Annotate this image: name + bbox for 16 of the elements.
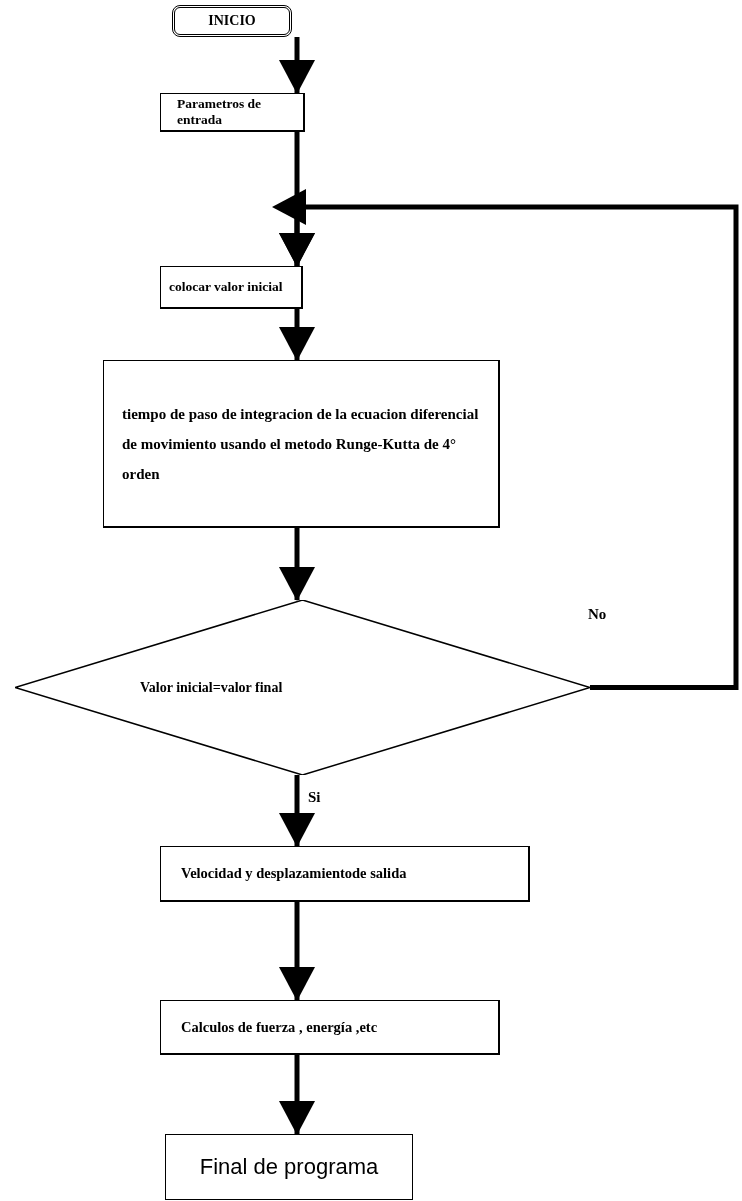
step-text: Calculos de fuerza , energía ,etc	[181, 1018, 378, 1036]
step-text: Velocidad y desplazamientode salida	[181, 865, 407, 882]
step-text: Parametros de entrada	[177, 96, 263, 128]
step-text: tiempo de paso de integracion de la ecuacion diferencial de movimiento usando el metodo Runge-Kutta de 4° orden	[122, 404, 480, 484]
step-text: colocar valor inicial	[169, 279, 283, 295]
process-box	[160, 266, 303, 309]
start-terminal	[172, 5, 292, 37]
process-box	[165, 1134, 413, 1200]
process-box	[103, 360, 500, 528]
step-text: Final de programa	[199, 1154, 379, 1180]
process-box	[160, 93, 305, 132]
step-text: Valor inicial=valor final	[140, 679, 283, 696]
step-text: INICIO	[208, 13, 256, 29]
process-box	[160, 1000, 500, 1055]
process-box	[160, 846, 530, 902]
decision-diamond	[15, 600, 590, 775]
